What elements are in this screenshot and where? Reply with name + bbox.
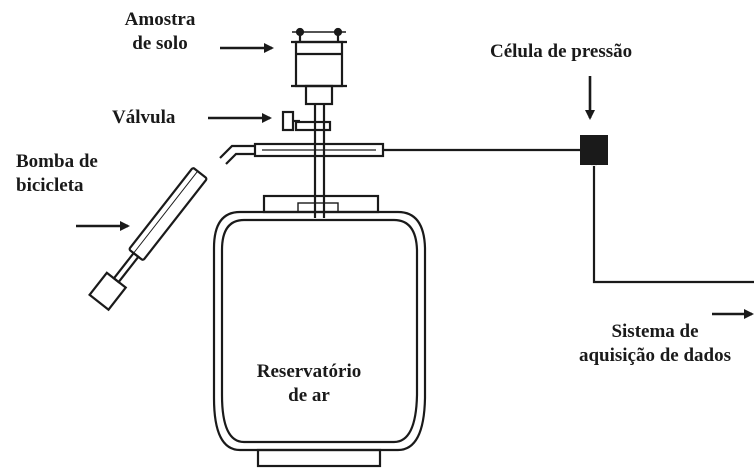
- label-data-acquisition-line1: Sistema de: [611, 321, 699, 342]
- air-reservoir: [212, 194, 427, 468]
- label-data-acquisition: Sistema de aquisição de dados: [556, 320, 754, 368]
- label-air-reservoir: Reservatório de ar: [234, 360, 384, 408]
- pressure-cell: [580, 135, 608, 165]
- bicycle-pump: [88, 144, 255, 312]
- label-air-reservoir-line1: Reservatório: [256, 361, 362, 382]
- label-data-acquisition-line2: aquisição de dados: [578, 345, 732, 366]
- label-bicycle-pump: Bomba de bicicleta: [16, 150, 98, 198]
- label-soil-sample-line2: de solo: [132, 33, 188, 54]
- label-soil-sample: Amostra de solo: [104, 8, 216, 56]
- reservoir-bottom-base: [256, 448, 382, 468]
- label-bicycle-pump-line1: Bomba de: [16, 151, 98, 172]
- label-valve: Válvula: [112, 107, 176, 128]
- soil-sample-holder: [291, 27, 347, 106]
- label-soil-sample-line1: Amostra: [124, 9, 196, 30]
- horizontal-manifold: [253, 142, 385, 158]
- reservoir-top-flange: [262, 194, 380, 214]
- label-air-reservoir-line2: de ar: [288, 385, 330, 406]
- label-pressure-cell: Célula de pressão: [490, 41, 633, 62]
- pressure-cell-line: [383, 148, 754, 284]
- valve: [281, 110, 332, 132]
- label-bicycle-pump-line2: bicicleta: [16, 175, 84, 196]
